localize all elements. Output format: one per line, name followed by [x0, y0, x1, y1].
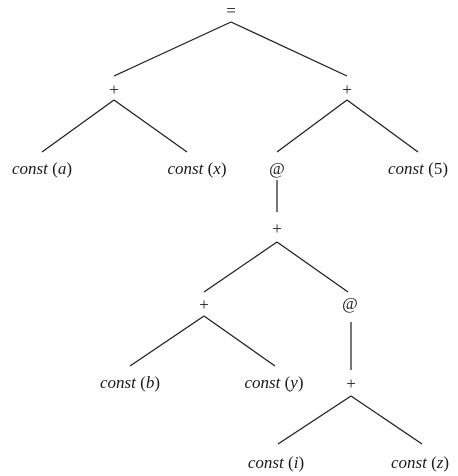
edge-plus2-at1 — [276, 99, 348, 153]
edge-eq-plus1 — [113, 21, 232, 77]
leaf-const-y-close: ) — [298, 373, 304, 392]
edge-plus3-at2 — [276, 241, 349, 293]
tree-nodes: = + + @ + + @ + const (a) const (x) cons… — [12, 1, 449, 472]
leaf-const-i-open: ( — [284, 453, 294, 472]
leaf-const-y-fn: const — [244, 373, 281, 392]
node-plus-bottom: + — [346, 374, 356, 393]
node-plus-lower-left: + — [199, 295, 209, 314]
node-at-lower: @ — [342, 294, 358, 313]
leaf-const-z-fn: const — [391, 453, 428, 472]
leaf-const-b-close: ) — [154, 373, 160, 392]
leaf-const-a-close: ) — [66, 159, 72, 178]
leaf-const-a-open: ( — [48, 159, 58, 178]
node-plus-left: + — [109, 80, 119, 99]
leaf-const-z: const (z) — [391, 453, 449, 472]
leaf-const-5: const (5) — [388, 159, 448, 178]
node-plus-right: + — [342, 80, 352, 99]
leaf-const-x: const (x) — [167, 159, 226, 178]
leaf-const-x-open: ( — [203, 159, 213, 178]
leaf-const-a: const (a) — [12, 159, 72, 178]
node-equals: = — [226, 1, 236, 20]
leaf-const-5-open: ( — [424, 159, 434, 178]
leaf-const-b-arg: b — [146, 373, 155, 392]
leaf-const-z-open: ( — [427, 453, 437, 472]
node-plus-middle: + — [272, 219, 282, 238]
node-at-upper: @ — [269, 159, 285, 178]
edge-plus5-cz — [350, 395, 423, 445]
leaf-const-z-close: ) — [443, 453, 449, 472]
leaf-const-b: const (b) — [100, 373, 160, 392]
leaf-const-b-fn: const — [100, 373, 137, 392]
leaf-const-b-open: ( — [136, 373, 146, 392]
edge-eq-plus2 — [230, 21, 348, 77]
leaf-const-y-open: ( — [280, 373, 290, 392]
edge-plus1-cx — [113, 99, 188, 153]
leaf-const-i: const (i) — [248, 453, 304, 472]
leaf-const-z-arg: z — [436, 453, 444, 472]
leaf-const-i-close: ) — [298, 453, 304, 472]
leaf-const-y: const (y) — [244, 373, 303, 392]
leaf-const-5-close: ) — [442, 159, 448, 178]
leaf-const-a-arg: a — [58, 159, 67, 178]
tree-edges — [41, 21, 423, 445]
leaf-const-5-fn: const — [388, 159, 425, 178]
edge-plus4-cb — [129, 315, 205, 367]
edge-plus3-plus4 — [203, 241, 278, 293]
leaf-const-y-arg: y — [288, 373, 298, 392]
leaf-const-i-fn: const — [248, 453, 285, 472]
edge-plus5-ci — [277, 395, 352, 445]
leaf-const-a-fn: const — [12, 159, 49, 178]
edge-plus1-ca — [41, 99, 115, 153]
edge-plus4-cy — [203, 315, 276, 367]
leaf-const-i-arg: i — [294, 453, 299, 472]
leaf-const-x-close: ) — [221, 159, 227, 178]
leaf-const-5-arg: 5 — [434, 159, 443, 178]
edge-plus2-c5 — [346, 99, 419, 153]
leaf-const-x-fn: const — [167, 159, 204, 178]
leaf-const-x-arg: x — [212, 159, 221, 178]
